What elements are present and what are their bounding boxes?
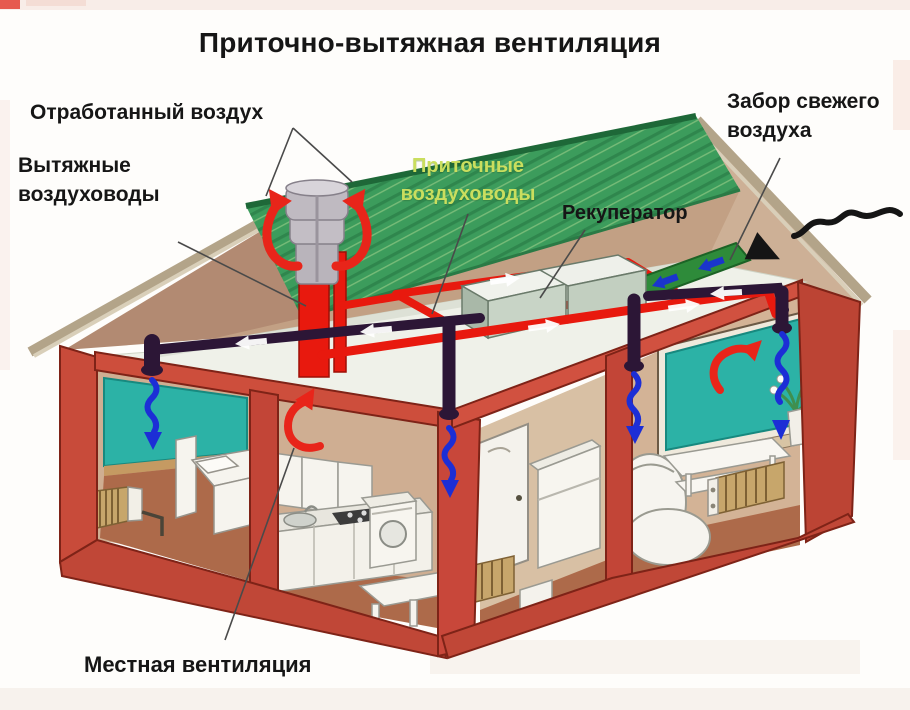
- leader-recuperator: [539, 229, 586, 299]
- leader-local-vent: [224, 447, 295, 641]
- leader-lines: [177, 127, 781, 641]
- label-recuperator: Рекуператор: [562, 202, 688, 224]
- leader-fresh-air: [729, 157, 781, 261]
- living-exhaust-arrow: [709, 344, 753, 394]
- label-local-ventilation: Местная вентиляция: [84, 652, 312, 677]
- supply-drops: [141, 285, 792, 420]
- label-supply-ducts: Приточные воздуховоды: [400, 155, 536, 205]
- leader-exhaust-ducts: [177, 241, 307, 307]
- label-fresh-air-intake: Забор свежего воздуха: [727, 90, 880, 142]
- exhaust-air-arrow-icons: [262, 188, 372, 271]
- bedroom-kitchen-post: [249, 388, 279, 596]
- leader-exhaust-air: [265, 127, 353, 197]
- kitchen-upper-cabinets: [265, 451, 373, 517]
- room-exhaust-arrow-icons: [283, 340, 762, 452]
- right-bottom-band: [440, 512, 856, 660]
- faucet: [303, 505, 318, 513]
- right-roof-trim: [693, 116, 872, 304]
- duct-flow-arrow-icons: [235, 272, 743, 350]
- roof-structure: [27, 113, 872, 358]
- right-wall: [796, 280, 862, 544]
- living-radiator: [707, 461, 785, 517]
- washing-machine: [360, 491, 418, 569]
- cabinet-fridge: [528, 439, 602, 570]
- label-exhaust-air: Отработанный воздух: [30, 101, 264, 124]
- supply-main-duct-left: [147, 313, 485, 355]
- left-corner-post: [59, 344, 98, 564]
- supply-air-arrow-icons: [144, 331, 790, 498]
- leader-supply-ducts: [431, 213, 469, 315]
- bedroom: [87, 366, 296, 583]
- hall-living-post: [605, 344, 633, 586]
- kitchen-exhaust-arrow: [283, 398, 324, 452]
- kitchen: [256, 396, 492, 630]
- page-title: Приточно-вытяжная вентиляция: [198, 27, 662, 58]
- fresh-air-flow-arrow-icon: [652, 256, 725, 289]
- fresh-air-intake-arrow-icon: [744, 207, 903, 260]
- door-handle: [516, 495, 522, 501]
- label-exhaust-ducts: Вытяжные воздуховоды: [18, 154, 160, 206]
- sink: [283, 512, 317, 528]
